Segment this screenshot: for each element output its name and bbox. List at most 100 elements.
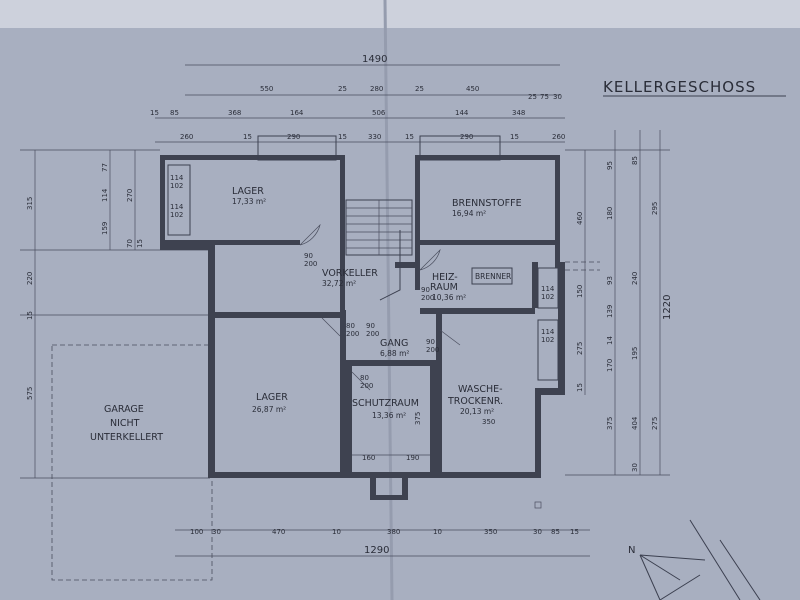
window-label: 102	[170, 211, 183, 219]
dim-right-mid: 93	[606, 276, 614, 285]
room-area: 26,87 m²	[252, 405, 286, 414]
dim-left-outer: 315	[26, 197, 34, 210]
window-label: 114	[541, 328, 555, 336]
dim-right-outer: 30	[631, 463, 639, 472]
room-name: VORKELLER	[322, 268, 378, 279]
dim-bottom-row: 10	[433, 528, 442, 536]
dim-right-mid: 180	[606, 207, 614, 220]
bottom-dimensions: 1290 100 30 470 10 380 10 350 30 85 15	[175, 528, 590, 557]
dim-top-row3: 15	[510, 133, 519, 141]
dim-top-row3: 330	[368, 133, 381, 141]
dim-right-outer: 85	[631, 156, 639, 165]
dim-bottom-row: 100	[190, 528, 203, 536]
dim-top-row1: 25	[338, 85, 347, 93]
room-area: 16,94 m²	[452, 209, 486, 218]
dim-left-inner: 270	[126, 189, 134, 202]
dim-bottom-row: 380	[387, 528, 400, 536]
door-label: 200	[360, 382, 373, 390]
dim-left-outer: 575	[26, 387, 34, 400]
dim-left-inner: 70	[126, 239, 134, 248]
door-label: 90	[421, 286, 430, 294]
dim-bottom-row: 30	[212, 528, 221, 536]
dim-bottom-total: 1290	[364, 545, 389, 556]
door-label: 90	[426, 338, 435, 346]
dim-bottom-row: 350	[484, 528, 497, 536]
dim-top-row3: 260	[180, 133, 193, 141]
dim-top-row2: 85	[170, 109, 179, 117]
top-dimensions: 1490 550 25 280 25 450 25 75 30 15 85 50…	[150, 54, 565, 143]
dim-top-row1: 280	[370, 85, 383, 93]
window-label: 102	[541, 293, 554, 301]
dim-bottom-row: 85	[551, 528, 560, 536]
schutzraum-dim: 375	[414, 412, 422, 425]
brenner-box	[471, 267, 513, 285]
dim-top-row3: 260	[552, 133, 565, 141]
dim-right-outer: 295	[651, 202, 659, 215]
room-name: BRENNSTOFFE	[452, 198, 522, 209]
dim-right-outer: 275	[651, 417, 659, 430]
door-label: 200	[421, 294, 434, 302]
schutzraum-dim: 160	[362, 454, 375, 462]
paper-top-edge	[0, 0, 800, 28]
dim-top-row1: 25	[528, 93, 537, 101]
building-walls	[160, 155, 565, 500]
dim-top-row2: 144	[455, 109, 469, 117]
door-label: 200	[426, 346, 439, 354]
room-area: 32,72 m²	[322, 279, 356, 288]
left-dimensions: 315 220 15 575 77 114 270 159 70 15	[20, 149, 210, 479]
dim-top-row1: 550	[260, 85, 273, 93]
dim-right-mid: 170	[606, 359, 614, 372]
dim-right-outer: 404	[631, 416, 639, 430]
room-name: LAGER	[256, 392, 288, 403]
dim-top-row1: 450	[466, 85, 479, 93]
dim-top-row3: 15	[338, 133, 347, 141]
garage-label: UNTERKELLERT	[90, 432, 163, 443]
room-area: 13,36 m²	[372, 411, 406, 420]
dim-top-row3: 15	[405, 133, 414, 141]
dim-top-row2: 164	[290, 109, 304, 117]
dim-top-row1: 25	[415, 85, 424, 93]
north-arrow: N	[628, 519, 761, 600]
room-name: LAGER	[232, 186, 264, 197]
window-label: 102	[170, 182, 183, 190]
dim-right-inner: 275	[576, 342, 584, 355]
door-labels: 90 200 90 200 80 200 90 200 80 200 90 20…	[304, 252, 439, 390]
dim-left-inner: 77	[101, 163, 109, 172]
dim-top-row3: 290	[460, 133, 473, 141]
door-label: 90	[366, 322, 375, 330]
dim-bottom-row: 30	[533, 528, 542, 536]
room-name: TROCKENR.	[447, 396, 503, 407]
window-label: 114	[541, 285, 555, 293]
north-label: N	[628, 545, 635, 556]
dim-top-total: 1490	[362, 54, 387, 65]
door-label: 90	[304, 252, 313, 260]
door-label: 80	[346, 322, 355, 330]
dim-top-row1: 30	[553, 93, 562, 101]
dim-right-inner: 15	[576, 383, 584, 392]
room-name: RAUM	[430, 282, 458, 293]
dim-bottom-row: 15	[570, 528, 579, 536]
dim-top-row3: 290	[287, 133, 300, 141]
room-area: 17,33 m²	[232, 197, 266, 206]
dim-right-mid: 95	[606, 161, 614, 170]
dim-top-row1: 75	[540, 93, 549, 101]
room-name: GANG	[380, 338, 408, 349]
garage-outline	[51, 344, 213, 581]
dim-bottom-row: 10	[332, 528, 341, 536]
dim-right-mid: 139	[606, 305, 614, 318]
room-name: SCHUTZRAUM	[352, 398, 419, 409]
door-label: 200	[346, 330, 359, 338]
dim-right-mid: 14	[606, 336, 614, 345]
dim-left-outer: 220	[26, 272, 34, 285]
dim-left-outer: 15	[26, 311, 34, 320]
dim-top-row2: 506	[372, 109, 386, 117]
door-label: 80	[360, 374, 369, 382]
window-label: 114	[170, 174, 184, 182]
marker-square	[534, 501, 542, 509]
window-label: 102	[541, 336, 554, 344]
room-name: HEIZ-	[432, 272, 458, 283]
dim-right-mid: 375	[606, 417, 614, 430]
right-dimensions: 1220 460 150 275 15 95 180 93 139 14 170…	[565, 130, 673, 476]
garage-label: GARAGE	[104, 404, 144, 415]
